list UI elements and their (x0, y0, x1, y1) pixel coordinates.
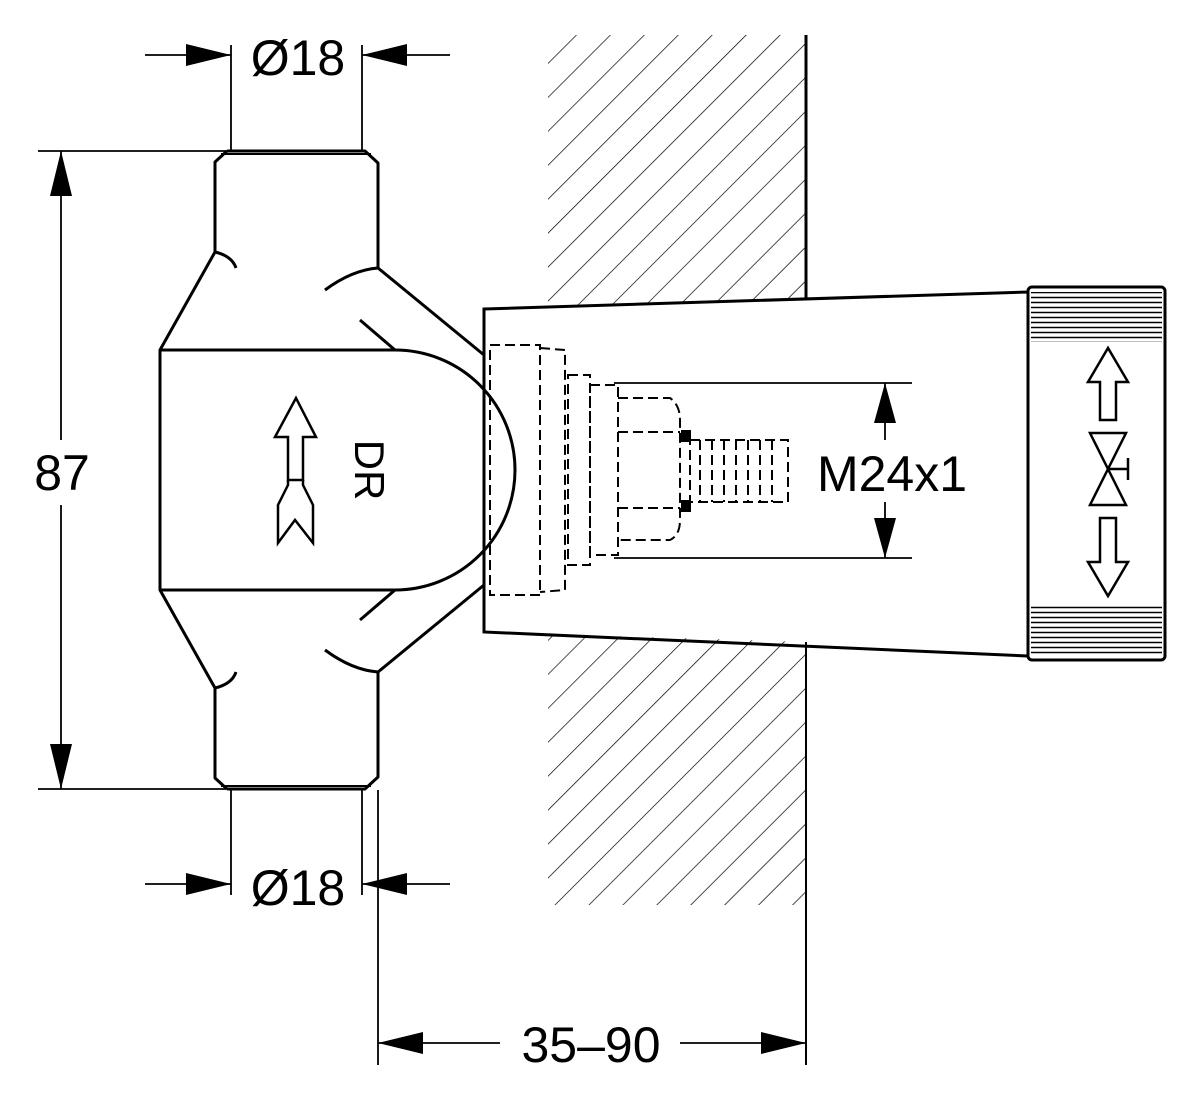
dimension-top-diameter (145, 44, 450, 151)
flow-marking-label: DR (346, 440, 393, 501)
cartridge-dashed (489, 344, 789, 596)
thread-label: M24x1 (817, 446, 967, 502)
top-diameter-label: Ø18 (251, 30, 346, 86)
height-label: 87 (34, 445, 90, 501)
o-ring-markers (681, 430, 691, 512)
dimension-wall-depth (377, 790, 806, 1065)
cap-nut (1026, 285, 1167, 662)
bottom-diameter-label: Ø18 (251, 860, 346, 916)
dimension-height (38, 150, 227, 790)
wall-section (548, 35, 808, 1065)
dimension-bottom-diameter (145, 789, 450, 895)
dimension-thread (614, 382, 912, 559)
wall-depth-label: 35–90 (521, 1017, 660, 1073)
valve-body (158, 149, 517, 791)
double-arrow-icon (1085, 345, 1131, 599)
valve-symbol-icon (1087, 431, 1130, 507)
flow-arrow-icon (272, 395, 319, 547)
